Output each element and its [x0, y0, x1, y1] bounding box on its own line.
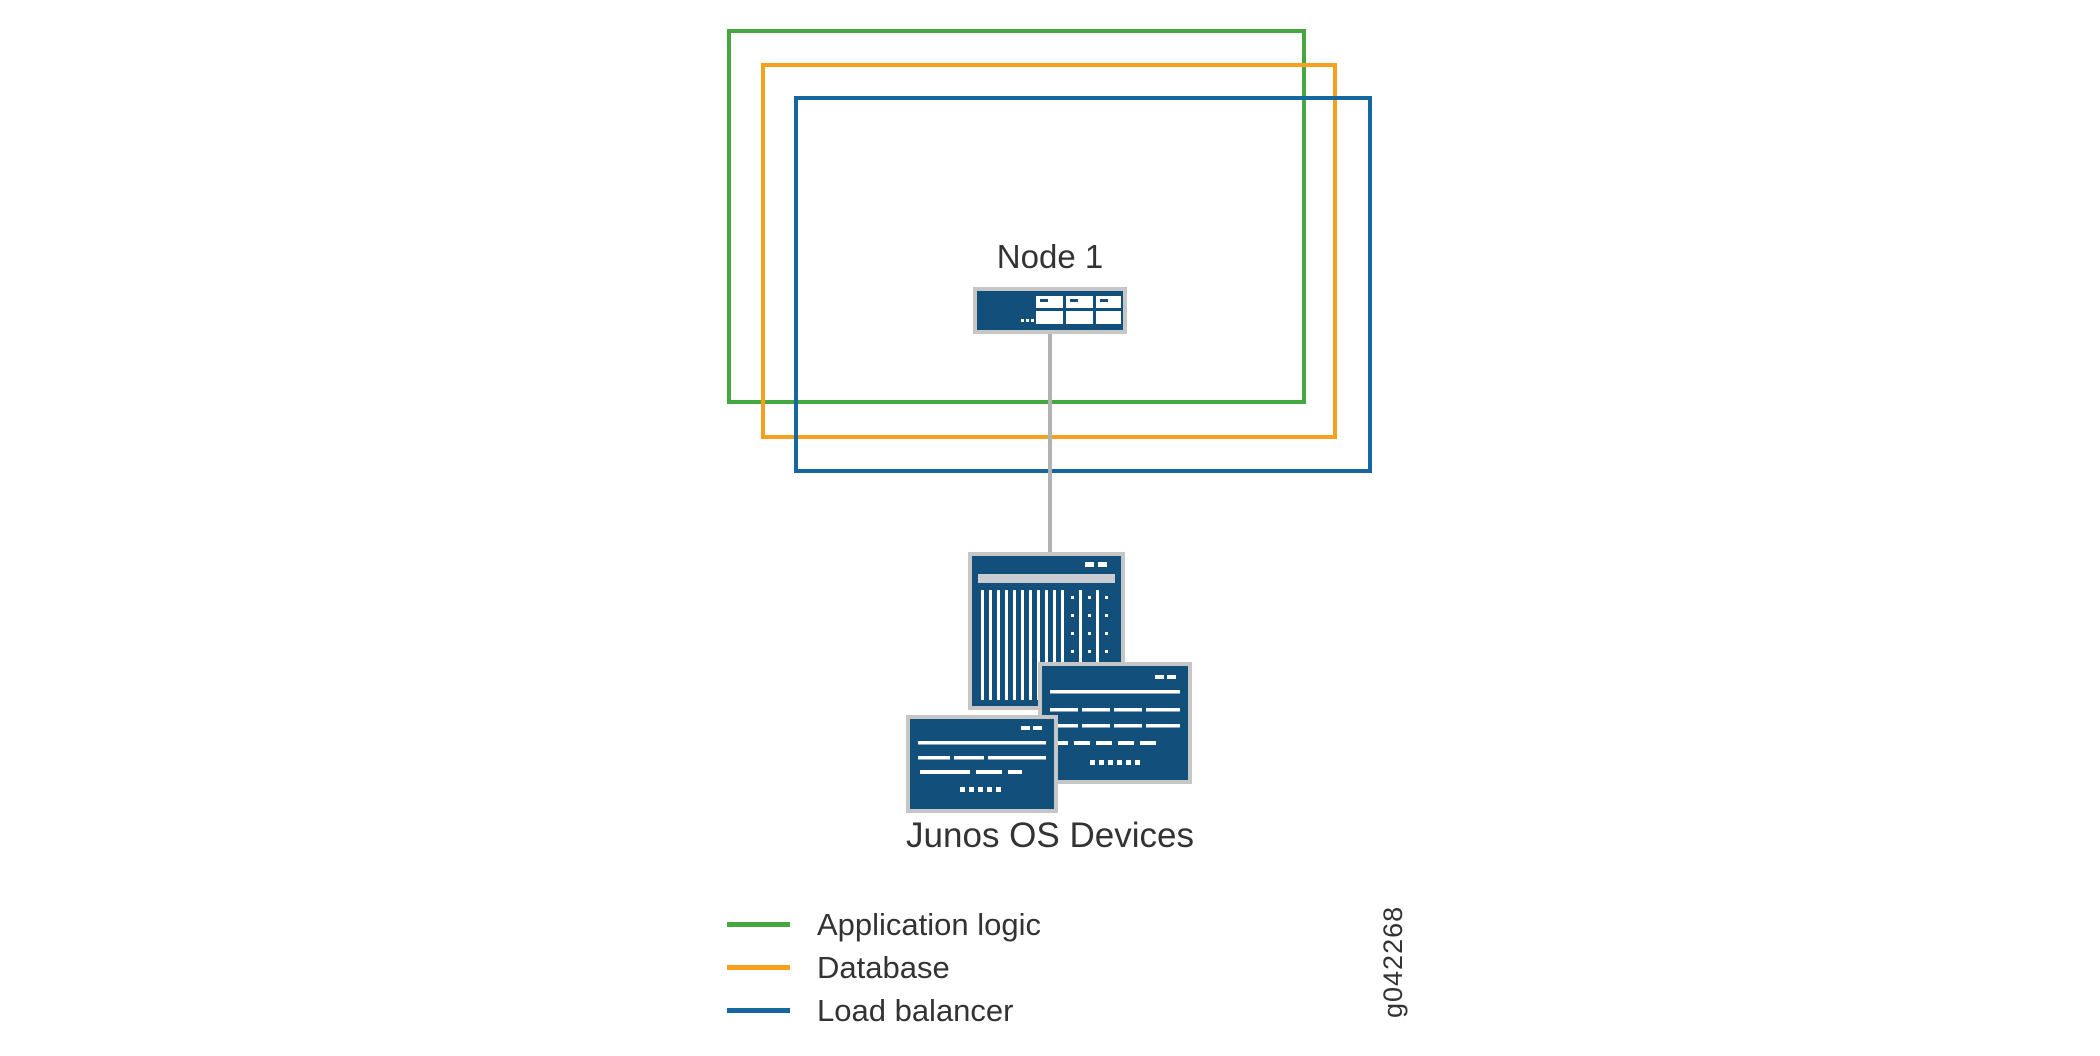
load-balancer-boundary [794, 96, 1372, 473]
connector-line [1048, 332, 1052, 558]
node1-device-icon [973, 287, 1127, 334]
rack-device-icon-left [906, 715, 1058, 813]
legend-label-load-balancer: Load balancer [817, 992, 1014, 1028]
figure-id: g042268 [1378, 905, 1408, 1018]
junos-devices-label: Junos OS Devices [906, 816, 1194, 855]
legend-label-application-logic: Application logic [817, 906, 1042, 942]
application-logic-boundary [727, 29, 1306, 404]
legend-row-application-logic: Application logic [727, 903, 1227, 946]
rack-device-icon-right [1038, 662, 1192, 784]
legend-row-load-balancer: Load balancer [727, 989, 1227, 1032]
legend-row-database: Database [727, 946, 1227, 989]
legend-swatch-application-logic [727, 922, 790, 927]
node1-label: Node 1 [996, 238, 1104, 275]
legend: Application logic Database Load balancer [727, 903, 1227, 1032]
legend-swatch-database [727, 965, 790, 970]
legend-swatch-load-balancer [727, 1008, 790, 1013]
legend-label-database: Database [817, 949, 950, 985]
